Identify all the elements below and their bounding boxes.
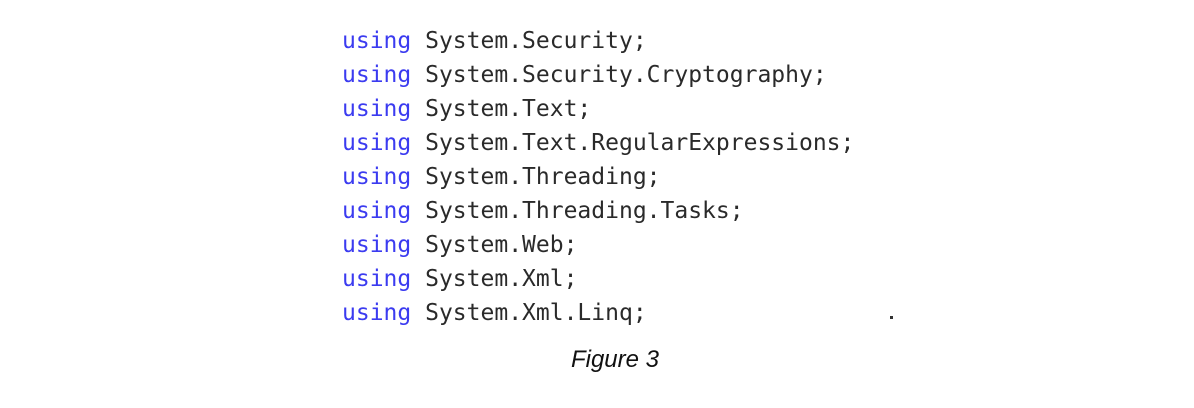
figure-caption: Figure 3 [570, 346, 660, 373]
keyword: using [342, 164, 412, 190]
stray-dot [890, 316, 893, 319]
code-line: using System.Security.Cryptography; [342, 58, 854, 92]
keyword: using [342, 232, 412, 258]
namespace: System.Security; [425, 28, 647, 54]
keyword: using [342, 96, 412, 122]
keyword: using [342, 62, 412, 88]
namespace: System.Xml.Linq; [425, 300, 647, 326]
namespace: System.Xml; [425, 266, 578, 292]
keyword: using [342, 266, 412, 292]
code-line: using System.Web; [342, 228, 854, 262]
keyword: using [342, 130, 412, 156]
namespace: System.Security.Cryptography; [425, 62, 827, 88]
namespace: System.Threading.Tasks; [425, 198, 744, 224]
keyword: using [342, 198, 412, 224]
code-block: using System.Security;using System.Secur… [342, 24, 854, 330]
code-line: using System.Threading.Tasks; [342, 194, 854, 228]
code-line: using System.Xml; [342, 262, 854, 296]
code-line: using System.Text; [342, 92, 854, 126]
code-line: using System.Threading; [342, 160, 854, 194]
code-line: using System.Xml.Linq; [342, 296, 854, 330]
namespace: System.Text.RegularExpressions; [425, 130, 855, 156]
code-line: using System.Security; [342, 24, 854, 58]
namespace: System.Threading; [425, 164, 661, 190]
keyword: using [342, 300, 412, 326]
namespace: System.Web; [425, 232, 578, 258]
code-line: using System.Text.RegularExpressions; [342, 126, 854, 160]
namespace: System.Text; [425, 96, 592, 122]
keyword: using [342, 28, 412, 54]
